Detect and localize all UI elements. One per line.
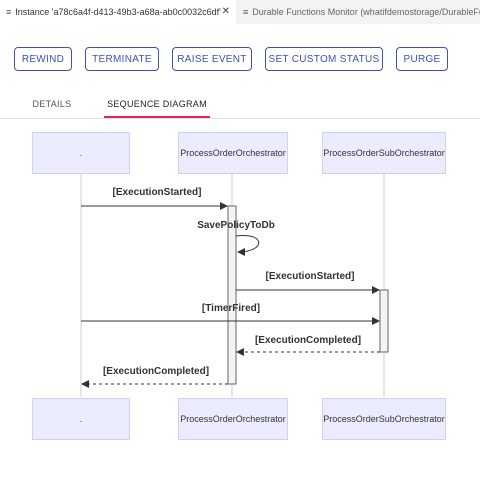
editor-tab-label: Durable Functions Monitor (whatifdemosto… [252, 7, 480, 17]
actor-sub-orchestrator: ProcessOrderSubOrchestrator [322, 132, 446, 174]
actor-caller: . [32, 132, 130, 174]
set-custom-status-button[interactable]: SET CUSTOM STATUS [265, 47, 383, 71]
document-icon: ≡ [243, 7, 249, 17]
actor-orchestrator: ProcessOrderOrchestrator [178, 398, 288, 440]
raise-event-button[interactable]: RAISE EVENT [172, 47, 252, 71]
self-message-arrow [235, 234, 260, 256]
document-icon: ≡ [6, 7, 12, 17]
rewind-button[interactable]: REWIND [14, 47, 72, 71]
actor-caller: . [32, 398, 130, 440]
purge-button[interactable]: PURGE [396, 47, 448, 71]
view-tabs: DETAILS SEQUENCE DIAGRAM [0, 90, 480, 119]
message-label: [ExecutionCompleted] [254, 335, 362, 346]
actor-sub-orchestrator: ProcessOrderSubOrchestrator [322, 398, 446, 440]
message-label: SavePolicyToDb [197, 220, 275, 231]
terminate-button[interactable]: TERMINATE [85, 47, 159, 71]
editor-tab-monitor[interactable]: ≡ Durable Functions Monitor (whatifdemos… [237, 0, 480, 24]
editor-tab-instance[interactable]: ≡ Instance 'a78c6a4f-d413-49b3-a68a-ab0c… [0, 0, 236, 24]
actor-orchestrator: ProcessOrderOrchestrator [178, 132, 288, 174]
message-label: [ExecutionCompleted] [102, 366, 210, 377]
tab-details[interactable]: DETAILS [32, 99, 72, 109]
sequence-diagram-canvas [80, 174, 389, 397]
message-label: [TimerFired] [201, 303, 261, 314]
sequence-diagram: [ExecutionStarted] SavePolicyToDb [Execu… [0, 118, 480, 481]
activation-sub-orchestrator [379, 289, 389, 353]
editor-tab-label: Instance 'a78c6a4f-d413-49b3-a68a-ab0c00… [15, 7, 221, 17]
editor-tab-bar: ≡ Instance 'a78c6a4f-d413-49b3-a68a-ab0c… [0, 0, 480, 25]
tab-sequence-diagram[interactable]: SEQUENCE DIAGRAM [107, 99, 207, 109]
active-tab-indicator [104, 116, 210, 118]
close-icon[interactable]: ✕ [221, 6, 230, 17]
action-toolbar: REWIND TERMINATE RAISE EVENT SET CUSTOM … [0, 24, 480, 90]
message-label: [ExecutionStarted] [112, 187, 202, 198]
activation-orchestrator [227, 205, 237, 385]
message-label: [ExecutionStarted] [265, 271, 355, 282]
